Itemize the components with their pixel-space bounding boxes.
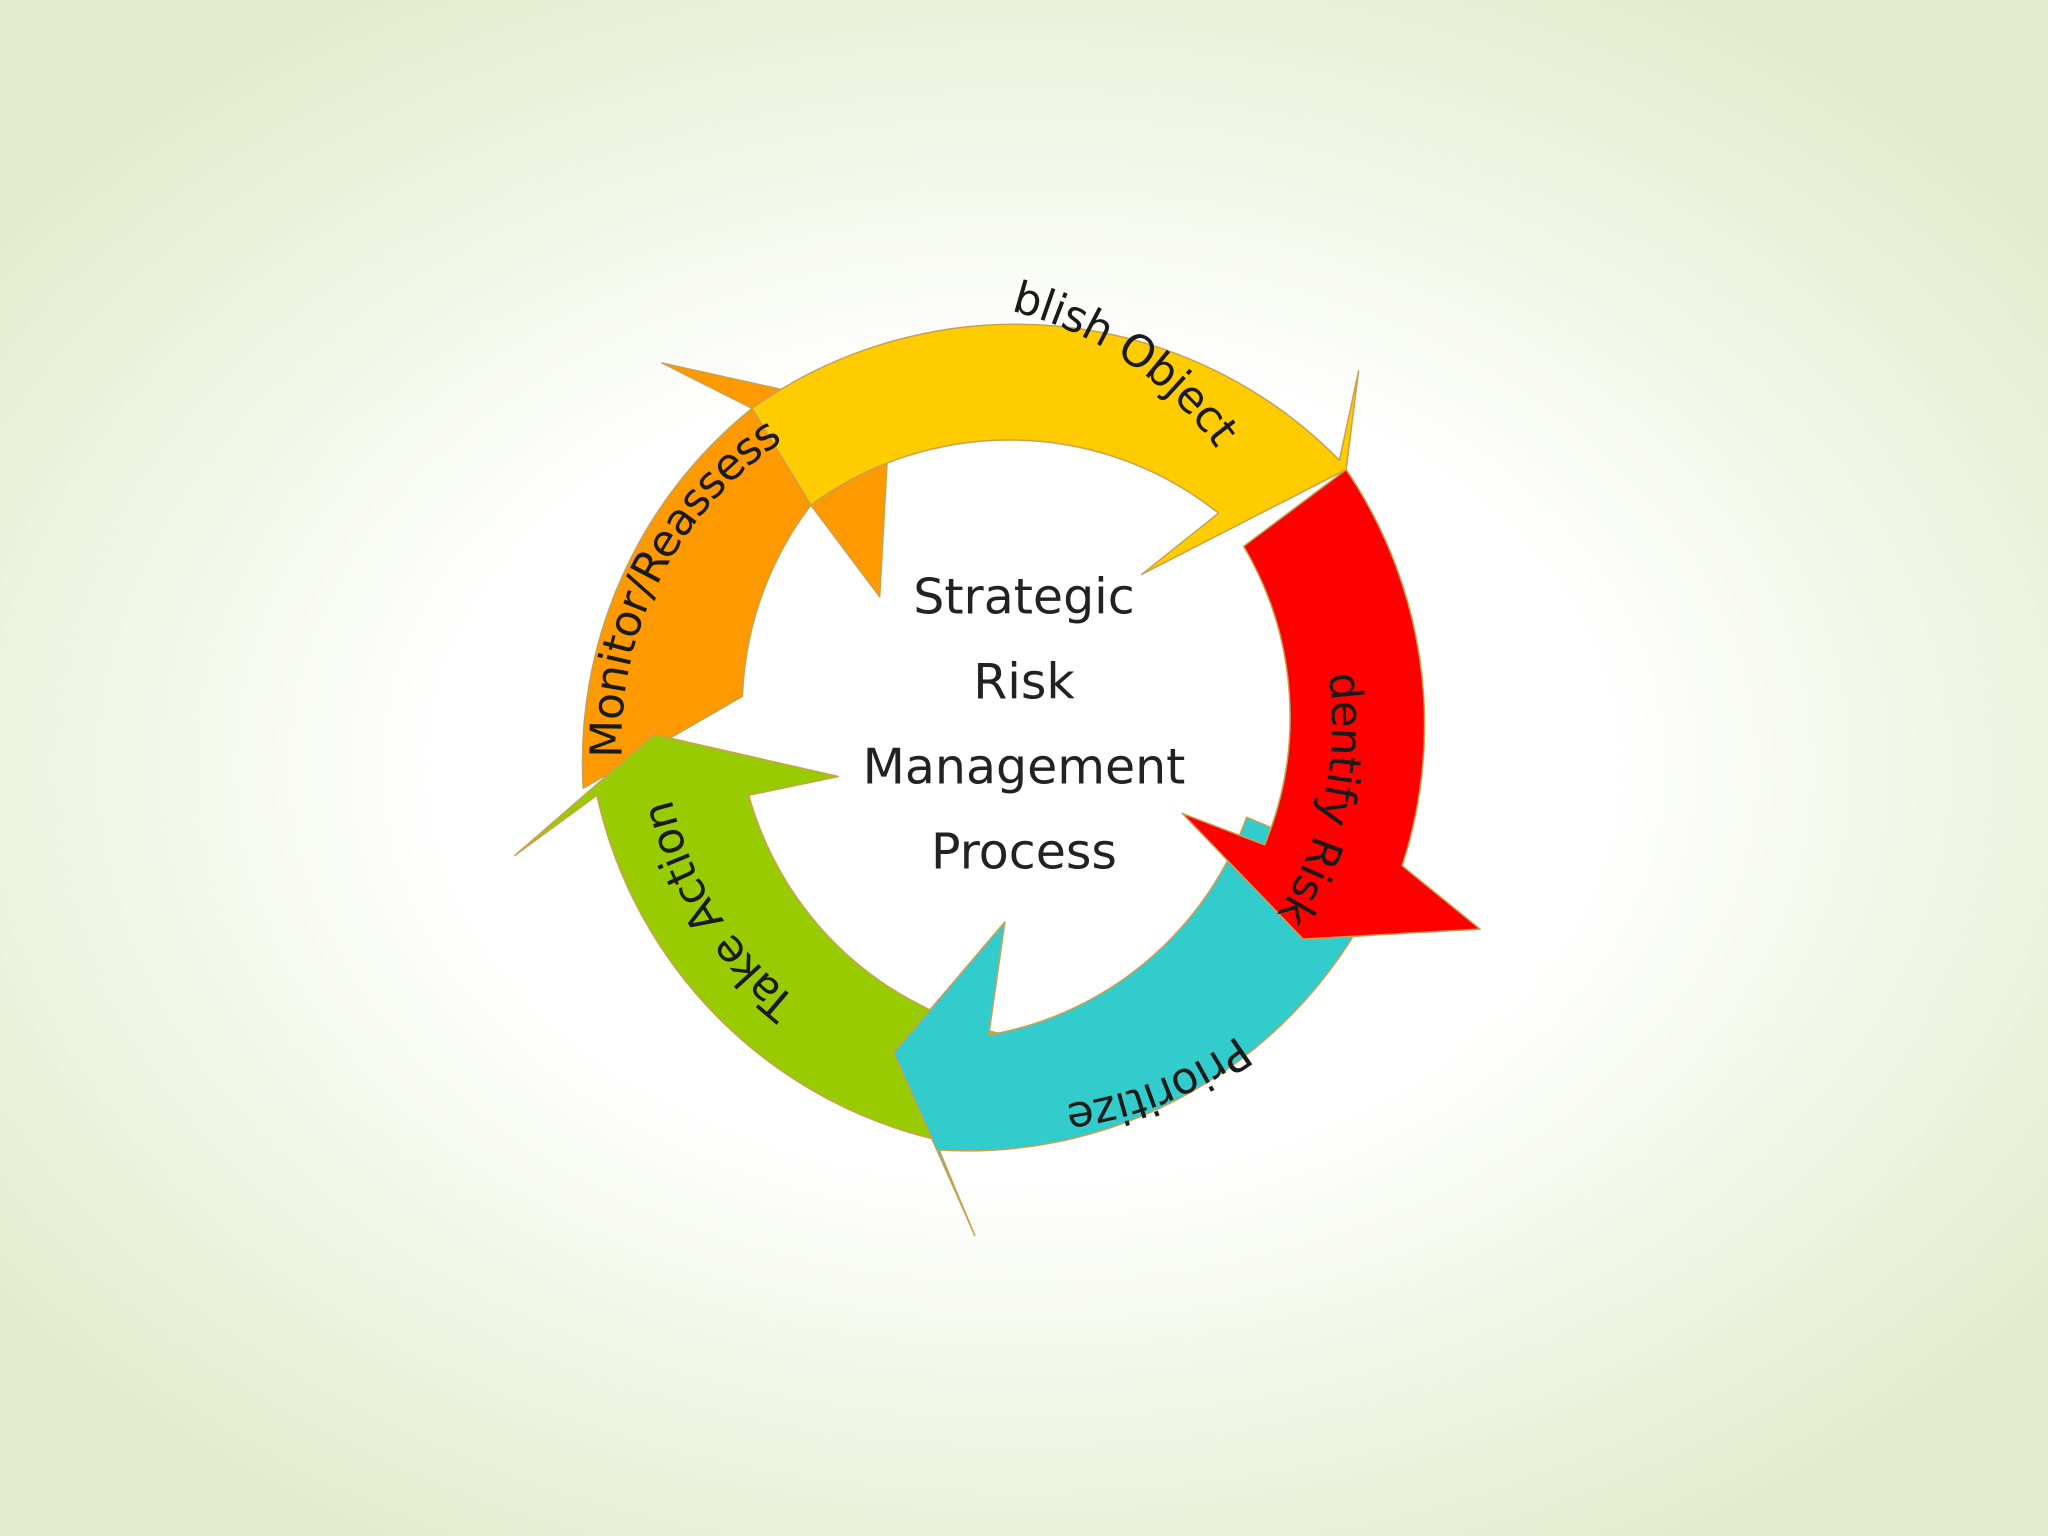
arrow-identify-risks bbox=[1181, 468, 1481, 940]
arrow-prioritize bbox=[892, 816, 1386, 1237]
center-line-1: Strategic bbox=[913, 569, 1135, 626]
arrow-take-action bbox=[514, 733, 1020, 1144]
center-title: Strategic Risk Management Process bbox=[863, 569, 1186, 881]
arrow-establish-objectives bbox=[751, 323, 1360, 576]
center-line-2: Risk bbox=[973, 654, 1075, 711]
center-line-3: Management bbox=[863, 739, 1186, 796]
center-line-4: Process bbox=[931, 824, 1117, 881]
